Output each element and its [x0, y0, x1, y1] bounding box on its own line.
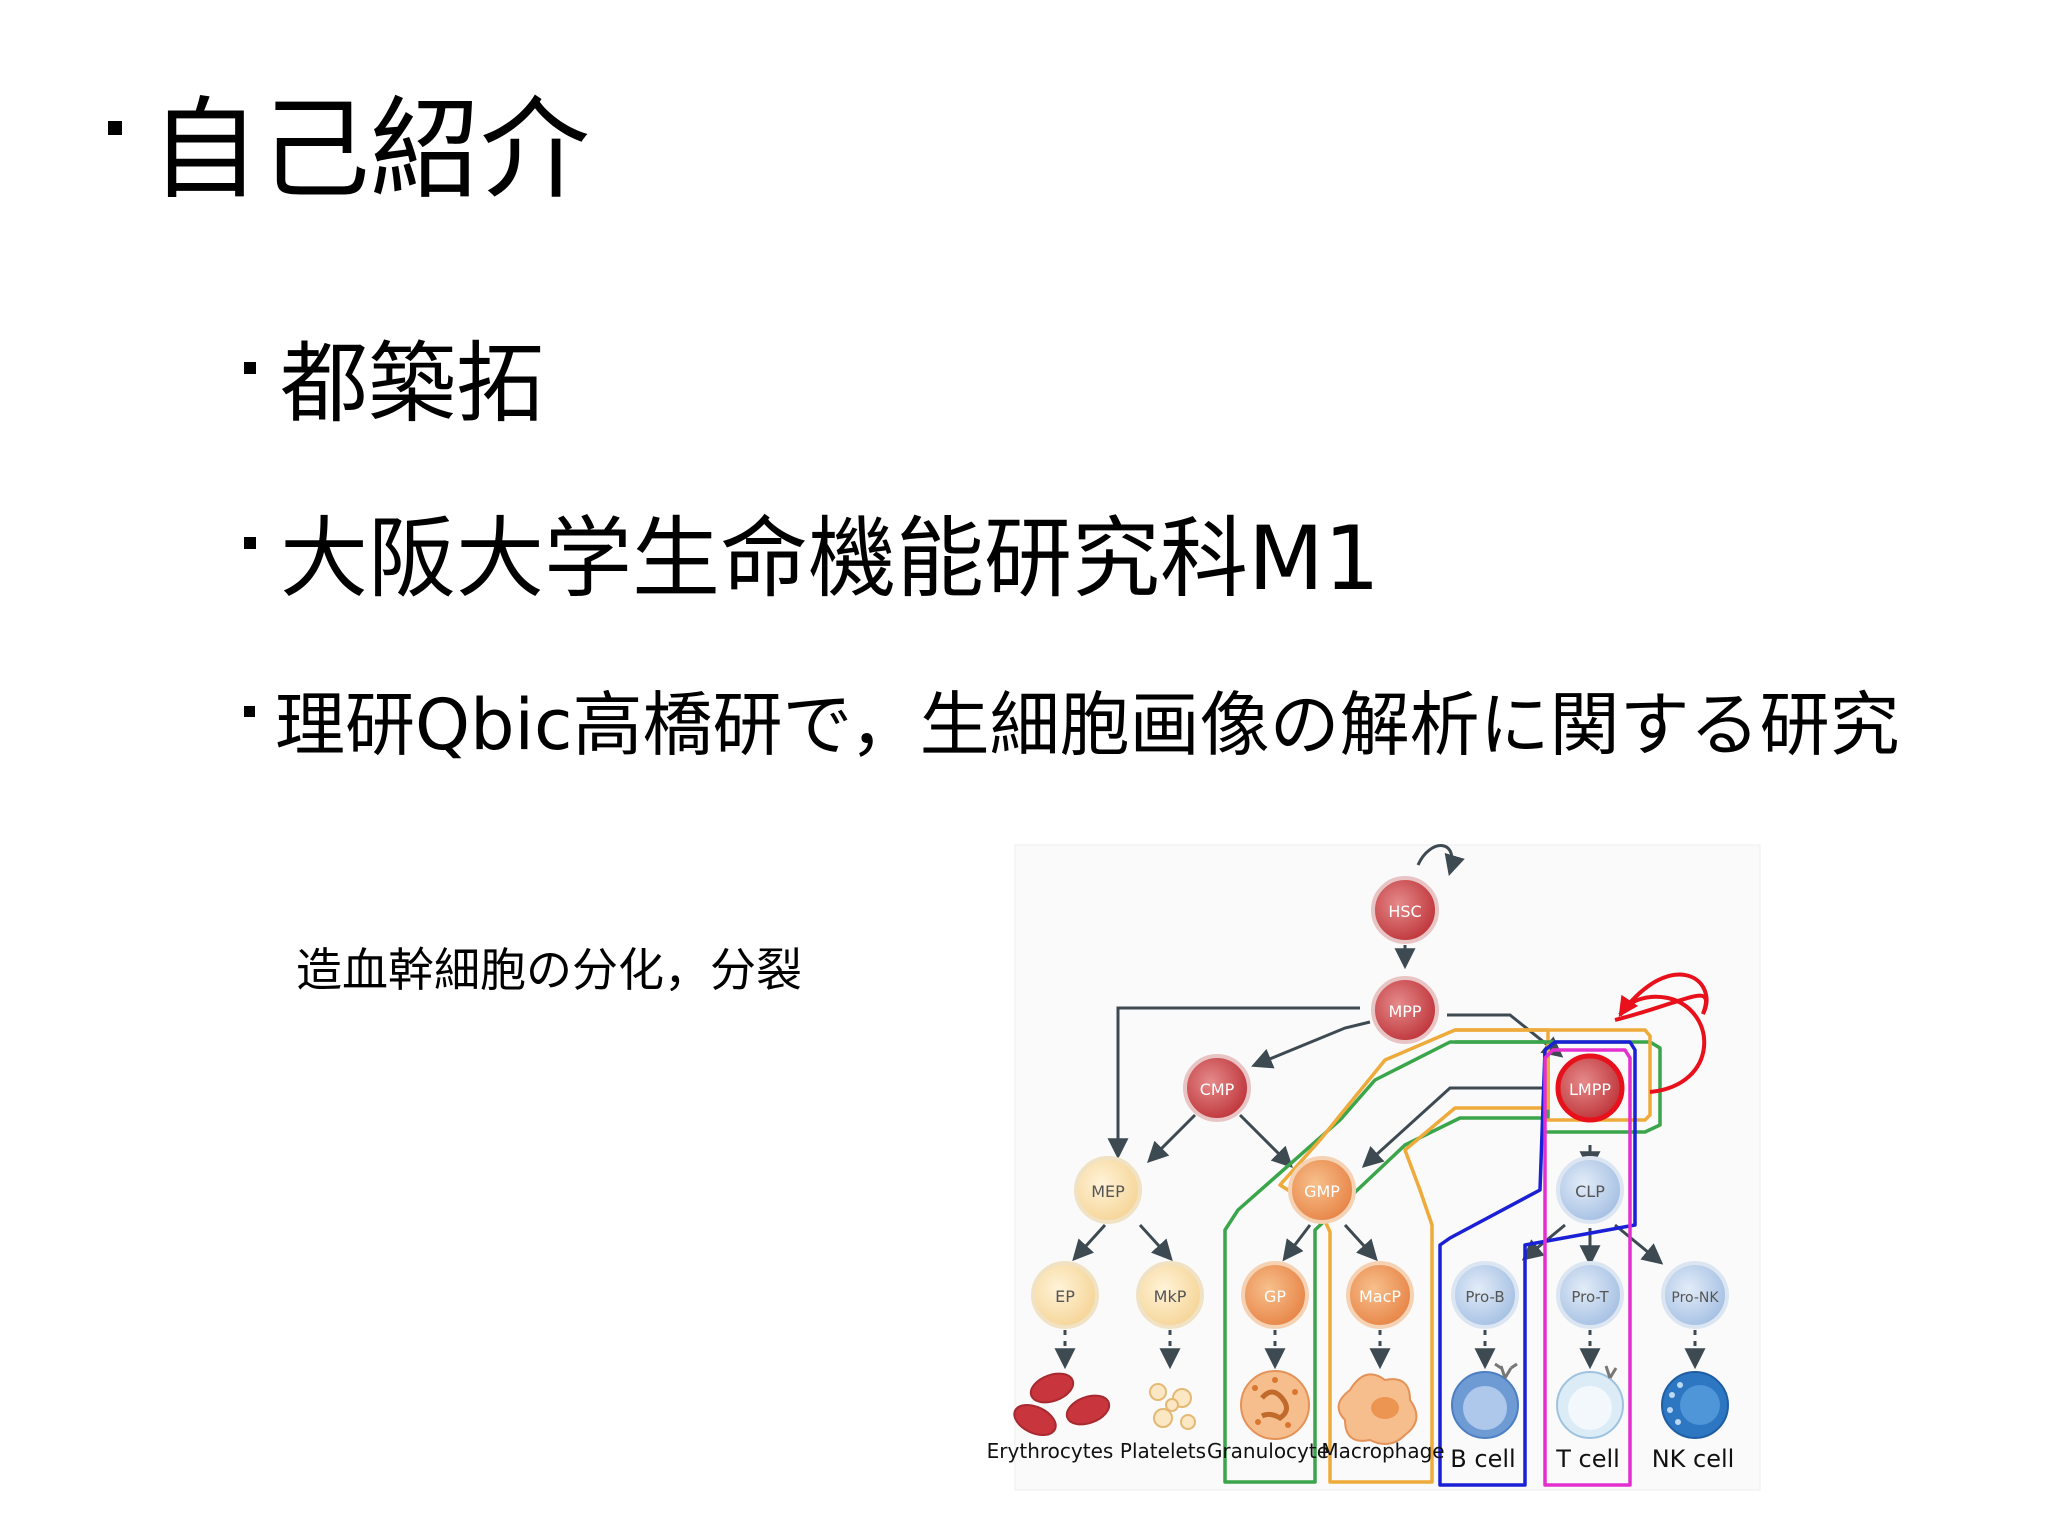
- slide-title: 自己紹介: [108, 95, 590, 205]
- cell-mkp: MkP: [1136, 1261, 1204, 1329]
- b-cell-lineage-outline: [1438, 1040, 1637, 1487]
- bullet-item-text: 大阪大学生命機能研究科M1: [280, 507, 1380, 610]
- label-macrophage: Macrophage: [1321, 1439, 1444, 1463]
- cell-label: HSC: [1388, 902, 1421, 921]
- cell-hsc: HSC: [1371, 876, 1439, 944]
- label-nk-cell: NK cell: [1652, 1445, 1735, 1473]
- label-b-cell: B cell: [1450, 1445, 1515, 1473]
- bullet-item-affiliation: 大阪大学生命機能研究科M1: [244, 515, 1380, 603]
- cell-pro-nk: Pro-NK: [1661, 1261, 1729, 1329]
- cell-macp: MacP: [1346, 1261, 1414, 1329]
- label-granulocyte: Granulocyte: [1207, 1439, 1329, 1463]
- cell-cmp: CMP: [1183, 1054, 1251, 1122]
- bullet-item-name: 都築拓: [244, 340, 544, 428]
- bullet-icon: [108, 120, 122, 135]
- macrophage-icon: [1337, 1373, 1418, 1445]
- cell-label: CMP: [1200, 1080, 1235, 1099]
- cell-label: LMPP: [1569, 1080, 1611, 1099]
- cell-label: MEP: [1091, 1182, 1125, 1201]
- cell-label: MPP: [1388, 1002, 1421, 1021]
- granulocyte-icon: [1240, 1370, 1310, 1440]
- bullet-icon: [244, 706, 255, 718]
- cell-label: Pro-T: [1571, 1288, 1609, 1306]
- t-cell-lineage-outline: [1543, 1048, 1632, 1487]
- cell-mep: MEP: [1074, 1156, 1142, 1224]
- erythrocytes-icon: [1013, 1372, 1111, 1437]
- self-renewal-arrow-curve: [1618, 994, 1707, 1094]
- figure-caption: 造血幹細胞の分化，分裂: [296, 943, 802, 997]
- cell-label: MacP: [1359, 1287, 1401, 1306]
- cell-label: EP: [1055, 1287, 1075, 1306]
- bullet-icon: [244, 537, 256, 550]
- cell-clp: CLP: [1556, 1156, 1624, 1224]
- b-cell-icon: [1451, 1362, 1519, 1439]
- green-lineage-outline-right: [1455, 1040, 1662, 1134]
- bullet-item-text: 理研Qbic高橋研で，生細胞画像の解析に関する研究: [275, 684, 1900, 766]
- bullet-icon: [244, 362, 256, 375]
- cell-gp: GP: [1241, 1261, 1309, 1329]
- nk-cell-icon: [1661, 1371, 1729, 1439]
- cell-lmpp: LMPP: [1555, 1053, 1625, 1123]
- label-platelets: Platelets: [1120, 1439, 1206, 1463]
- slide-title-text: 自己紹介: [150, 86, 590, 214]
- cell-pro-t: Pro-T: [1556, 1261, 1624, 1329]
- cell-label: GMP: [1304, 1182, 1340, 1201]
- cell-pro-b: Pro-B: [1451, 1261, 1519, 1329]
- t-cell-icon: [1556, 1365, 1624, 1439]
- cell-mpp: MPP: [1371, 976, 1439, 1044]
- label-erythrocytes: Erythrocytes: [987, 1439, 1114, 1463]
- cell-label: Pro-NK: [1671, 1290, 1719, 1306]
- cell-label: Pro-B: [1465, 1288, 1504, 1306]
- label-t-cell: T cell: [1555, 1445, 1620, 1473]
- platelets-icon: [1149, 1383, 1196, 1430]
- cell-ep: EP: [1031, 1261, 1099, 1329]
- bullet-item-text: 都築拓: [280, 332, 545, 435]
- cell-label: CLP: [1575, 1182, 1605, 1201]
- self-renewal-arrow: [1614, 972, 1709, 1022]
- cell-gmp: GMP: [1288, 1156, 1356, 1224]
- cell-label: GP: [1264, 1287, 1286, 1306]
- cell-label: MkP: [1154, 1287, 1187, 1306]
- bullet-item-research: 理研Qbic高橋研で，生細胞画像の解析に関する研究: [244, 690, 1900, 760]
